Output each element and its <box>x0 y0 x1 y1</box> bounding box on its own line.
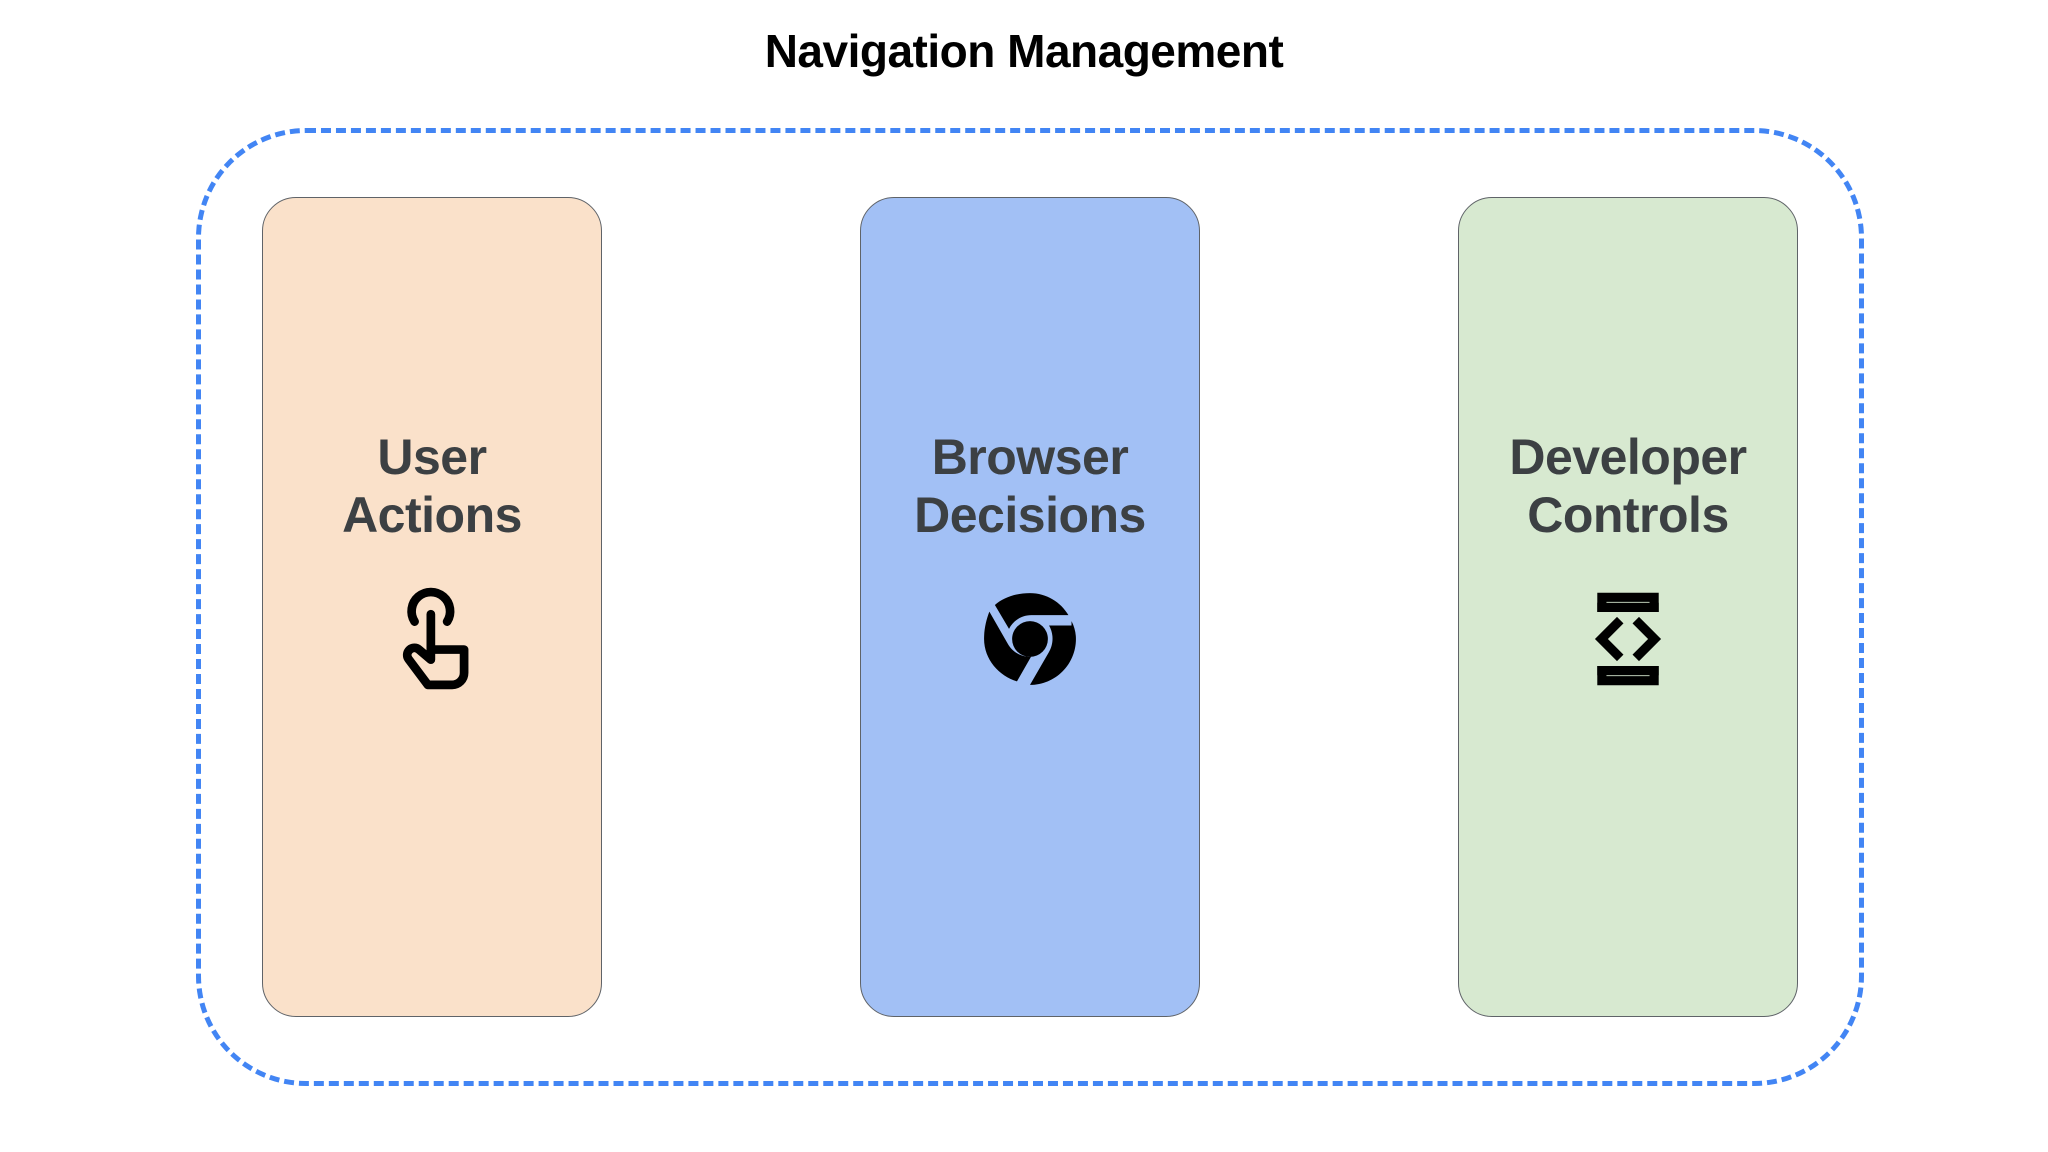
page-title: Navigation Management <box>764 25 1284 77</box>
card-user-actions[interactable]: User Actions <box>262 197 602 1017</box>
navigation-management-group-border <box>196 128 1864 1086</box>
card-developer-controls[interactable]: Developer Controls <box>1458 197 1798 1017</box>
card-label-browser-decisions: Browser Decisions <box>914 429 1146 543</box>
chrome-logo-icon <box>975 584 1085 694</box>
developer-mode-icon <box>1573 584 1683 694</box>
card-browser-decisions[interactable]: Browser Decisions <box>860 197 1200 1017</box>
card-row: User Actions Browser Decisions Developer… <box>196 128 1864 1086</box>
card-label-user-actions: User Actions <box>342 429 522 543</box>
touch-app-icon <box>377 584 487 694</box>
card-label-developer-controls: Developer Controls <box>1509 429 1747 543</box>
